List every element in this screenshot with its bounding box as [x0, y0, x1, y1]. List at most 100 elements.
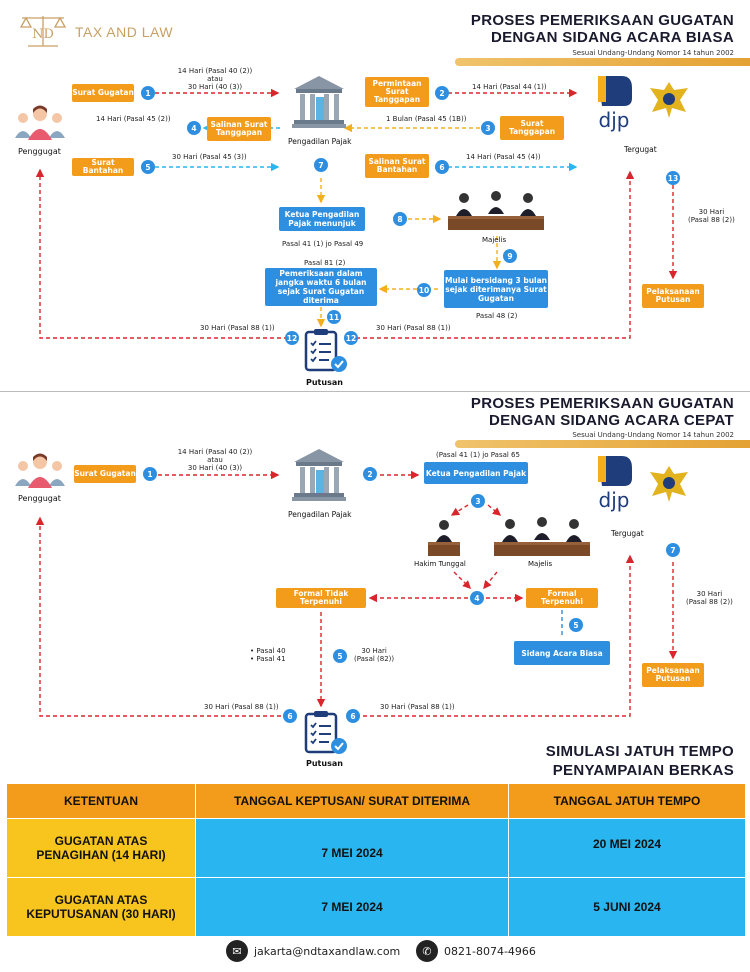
- step-10-badge: 10: [417, 283, 431, 297]
- step-8-badge: 8: [393, 212, 407, 226]
- step-12b-badge: 12: [344, 331, 358, 345]
- majelis-icon: [494, 514, 590, 556]
- label-7: 30 Hari(Pasal 88 (2)): [686, 590, 733, 606]
- label-pasal40: • Pasal 40: [250, 647, 286, 655]
- svg-text:ND: ND: [32, 27, 54, 42]
- majelis-label: Majelis: [482, 236, 507, 244]
- header-jatuh-tempo: TANGGAL JATUH TEMPO: [508, 783, 746, 819]
- label-p48: Pasal 48 (2): [476, 312, 518, 320]
- section1-subtitle: Sesuai Undang-Undang Nomor 14 tahun 2002: [572, 49, 734, 57]
- putusan-clipboard-icon: [303, 328, 349, 374]
- step-4-badge: 4: [470, 591, 484, 605]
- putusan-clipboard-icon: [303, 710, 349, 756]
- section2-title: PROSES PEMERIKSAAN GUGATAN DENGAN SIDANG…: [470, 395, 734, 429]
- sidang-biasa-box: Sidang Acara Biasa: [514, 641, 610, 665]
- label-3: 1 Bulan (Pasal 45 (1B)): [386, 115, 467, 123]
- section1-title: PROSES PEMERIKSAAN GUGATAN DENGAN SIDANG…: [470, 12, 734, 46]
- hakim-tunggal-label: Hakim Tunggal: [414, 560, 466, 568]
- step-5-badge: 5: [141, 160, 155, 174]
- step-6b-badge: 6: [346, 709, 360, 723]
- label-5: 30 Hari (Pasal 45 (3)): [172, 153, 247, 161]
- majelis-icon: [448, 188, 544, 232]
- label-12b: 30 Hari (Pasal 88 (1)): [376, 324, 451, 332]
- svg-text:djp: djp: [599, 108, 630, 132]
- pengadilan-label: Pengadilan Pajak: [288, 137, 352, 146]
- label-p81: Pasal 81 (2): [304, 259, 346, 267]
- step-11-badge: 11: [327, 310, 341, 324]
- djp-logo: djp: [592, 72, 636, 132]
- step-2-badge: 2: [435, 86, 449, 100]
- surat-gugatan-box: Surat Gugatan: [74, 465, 136, 483]
- label-5: 30 Hari(Pasal (82)): [354, 647, 395, 663]
- people-icon: [14, 104, 66, 142]
- label-6a: 30 Hari (Pasal 88 (1)): [204, 703, 279, 711]
- header-tanggal: TANGGAL KEPTUSAN/ SURAT DITERIMA: [195, 783, 509, 819]
- jatuh-tempo-cell: 5 JUNI 2024: [508, 877, 746, 937]
- step-12a-badge: 12: [285, 331, 299, 345]
- step-3-badge: 3: [471, 494, 485, 508]
- phone-contact[interactable]: ✆ 0821-8074-4966: [416, 940, 536, 962]
- mail-icon: ✉: [226, 940, 248, 962]
- pengadilan-label: Pengadilan Pajak: [288, 510, 352, 519]
- label-2: 14 Hari (Pasal 44 (1)): [472, 83, 547, 91]
- penggugat-label: Penggugat: [18, 147, 61, 156]
- step-13-badge: 13: [666, 171, 680, 185]
- step-9-badge: 9: [503, 249, 517, 263]
- whatsapp-icon: ✆: [416, 940, 438, 962]
- tergugat-label: Tergugat: [624, 145, 657, 154]
- simulasi-table: KETENTUAN TANGGAL KEPTUSAN/ SURAT DITERI…: [6, 783, 746, 937]
- label-6: 14 Hari (Pasal 45 (4)): [466, 153, 541, 161]
- label-6b: 30 Hari (Pasal 88 (1)): [380, 703, 455, 711]
- label-13: 30 Hari(Pasal 88 (2)): [688, 208, 735, 224]
- step-7-badge: 7: [314, 158, 328, 172]
- pelaksanaan-putusan-box: Pelaksanaan Putusan: [642, 284, 704, 308]
- hakim-tunggal-icon: [428, 516, 460, 556]
- label-4: 14 Hari (Pasal 45 (2)): [96, 115, 171, 123]
- phone-text: 0821-8074-4966: [444, 944, 536, 958]
- step-2-badge: 2: [363, 467, 377, 481]
- pemeriksaan-box: Pemeriksaan dalam jangka waktu 6 bulan s…: [265, 268, 377, 306]
- section1-gold-bar: [455, 58, 750, 66]
- emblem-icon: [648, 80, 690, 120]
- majelis-label: Majelis: [528, 560, 553, 568]
- email-contact[interactable]: ✉ jakarta@ndtaxandlaw.com: [226, 940, 400, 962]
- step-5-badge: 5: [333, 649, 347, 663]
- tergugat-label: Tergugat: [611, 529, 644, 538]
- salinan-surat-tanggapan-box: Salinan Surat Tanggapan: [207, 117, 271, 141]
- section-divider: [0, 391, 750, 392]
- djp-logo: djp: [592, 452, 636, 512]
- step-1-badge: 1: [143, 467, 157, 481]
- simulasi-title: SIMULASI JATUH TEMPO PENYAMPAIAN BERKAS: [545, 743, 734, 779]
- step-1-badge: 1: [141, 86, 155, 100]
- ketua-box: Ketua Pengadilan Pajak: [424, 462, 528, 484]
- surat-bantahan-box: Surat Bantahan: [72, 158, 134, 176]
- label-pasal41: • Pasal 41: [250, 655, 286, 663]
- label-p41: (Pasal 41 (1) jo Pasal 65: [436, 451, 520, 459]
- label-p41: Pasal 41 (1) jo Pasal 49: [282, 240, 364, 248]
- step-4-badge: 4: [187, 121, 201, 135]
- email-text: jakarta@ndtaxandlaw.com: [254, 944, 401, 958]
- header-ketentuan: KETENTUAN: [6, 783, 196, 819]
- mulai-bersidang-box: Mulai bersidang 3 bulan sejak diterimany…: [444, 270, 548, 308]
- step-6-badge: 6: [435, 160, 449, 174]
- brand-logo: ND: [18, 14, 68, 48]
- tanggal-cell: 7 MEI 2024: [195, 818, 509, 878]
- putusan-label: Putusan: [306, 378, 343, 387]
- svg-text:djp: djp: [599, 488, 630, 512]
- step-7-badge: 7: [666, 543, 680, 557]
- tanggal-cell: 7 MEI 2024: [195, 877, 509, 937]
- pelaksanaan-putusan-box: Pelaksanaan Putusan: [642, 663, 704, 687]
- section2-subtitle: Sesuai Undang-Undang Nomor 14 tahun 2002: [572, 431, 734, 439]
- emblem-icon: [648, 464, 690, 504]
- brand-name: TAX AND LAW: [75, 24, 174, 40]
- step-3-badge: 3: [481, 121, 495, 135]
- surat-gugatan-box: Surat Gugatan: [72, 84, 134, 102]
- section2-arrows: [35, 470, 678, 717]
- step-5b-badge: 5: [569, 618, 583, 632]
